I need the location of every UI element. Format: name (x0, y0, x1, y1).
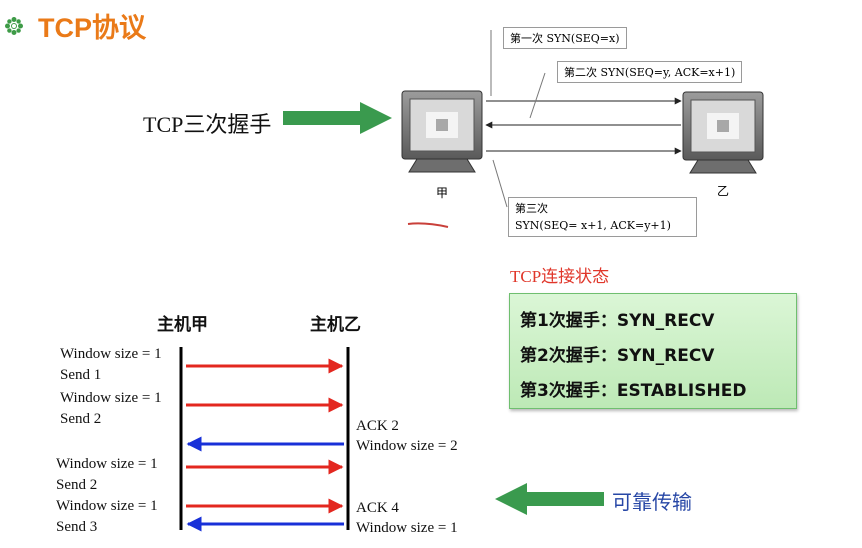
left-label-2a: Window size = 1 (60, 390, 162, 406)
left-label-3b: Send 2 (56, 477, 98, 493)
flower-icon (5, 17, 23, 35)
left-label-3a: Window size = 1 (56, 456, 158, 472)
msg3-callout: 第三次 SYN(SEQ= x+1, ACK=y+1) (508, 197, 697, 237)
msg1-callout: 第一次 SYN(SEQ=x) (503, 27, 627, 49)
host-right-label: 乙 (717, 184, 730, 198)
left-label-4b: Send 3 (56, 519, 98, 535)
big-arrow-icon (283, 102, 392, 134)
scribble-mark (407, 222, 449, 228)
left-label-4a: Window size = 1 (56, 498, 158, 514)
msg3-line2: SYN(SEQ= x+1, ACK=y+1) (515, 219, 671, 232)
right-label-1b: Window size = 2 (356, 438, 458, 454)
status-box: 第1次握手：SYN_RECV 第2次握手：SYN_RECV 第3次握手：ESTA… (509, 293, 797, 409)
left-label-1a: Window size = 1 (60, 346, 162, 362)
reliable-transfer-label: 可靠传输 (612, 492, 692, 514)
right-label-2b: Window size = 1 (356, 520, 458, 536)
status-line-1: 第1次握手：SYN_RECV (520, 311, 715, 331)
big-arrow-left-icon (495, 483, 604, 515)
host-a-label: 主机甲 (157, 315, 208, 335)
left-label-2b: Send 2 (60, 411, 102, 427)
status-title: TCP连接状态 (510, 267, 610, 286)
right-label-2a: ACK 4 (356, 500, 399, 516)
msg3-line1: 第三次 (515, 202, 548, 215)
left-label-1b: Send 1 (60, 367, 102, 383)
host-left-label: 甲 (436, 186, 449, 200)
msg2-callout: 第二次 SYN(SEQ=y, ACK=x+1) (557, 61, 743, 83)
page-title: TCP协议 (38, 13, 146, 43)
computer-left-icon (401, 90, 483, 173)
right-label-1a: ACK 2 (356, 418, 399, 434)
host-b-label: 主机乙 (310, 315, 361, 335)
status-line-2: 第2次握手：SYN_RECV (520, 346, 715, 366)
computer-right-icon (682, 91, 764, 174)
status-line-3: 第3次握手：ESTABLISHED (520, 381, 747, 401)
handshake-label: TCP三次握手 (143, 112, 272, 137)
